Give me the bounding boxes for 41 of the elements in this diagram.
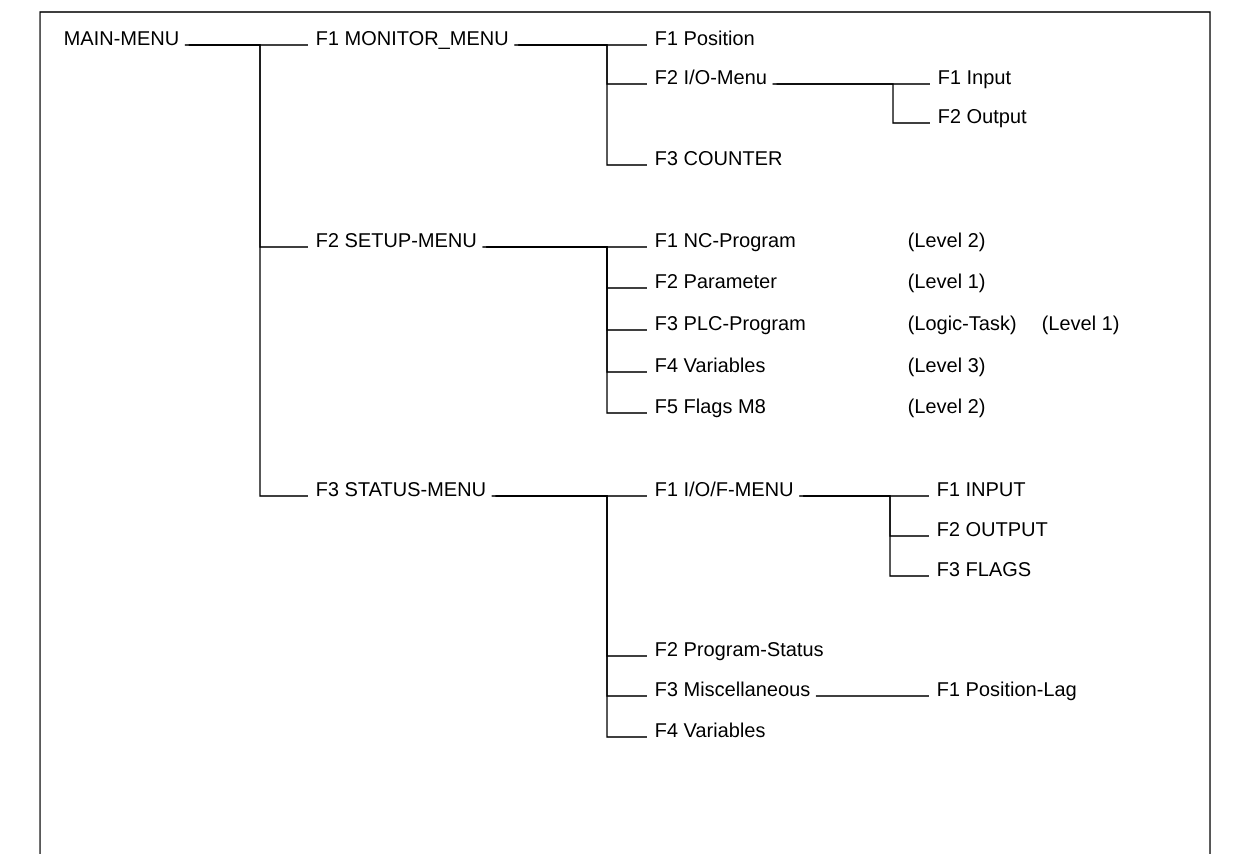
menu-item: F1 NC-Program (656, 233, 795, 252)
tree-line (495, 495, 648, 738)
menu-item: F1 INPUT (938, 482, 1026, 497)
tree-line (485, 246, 648, 414)
tree-line (517, 44, 648, 166)
menu-item: F2 SETUP-MENU (317, 233, 476, 248)
tree-line (491, 495, 648, 497)
tree-line (815, 695, 930, 697)
level-note: (Level 3) (908, 357, 985, 377)
level-note: (Level 1) (1042, 315, 1119, 335)
tree-line (513, 44, 648, 46)
menu-item: F2 Output (939, 109, 1027, 128)
menu-item: F3 Miscellaneous (656, 681, 810, 697)
menu-item: F2 Parameter (656, 274, 777, 289)
menu-item: F1 Input (939, 70, 1011, 89)
tree-line (802, 495, 930, 577)
tree-line (771, 83, 931, 85)
menu-item: F5 Flags M8 (656, 398, 765, 418)
menu-item: F4 Variables (656, 357, 765, 373)
menu-item: F1 I/O/F-MENU (656, 481, 792, 497)
menu-item: MAIN-MENU (65, 31, 178, 46)
menu-item: F2 OUTPUT (938, 522, 1048, 537)
menu-item: F4 Variables (656, 722, 765, 738)
tree-line (184, 44, 309, 46)
menu-item: F1 MONITOR_MENU (317, 31, 508, 49)
tree-line (481, 246, 648, 248)
level-note: (Level 1) (908, 273, 985, 293)
menu-item: F2 Program-Status (656, 642, 823, 661)
tree-line (775, 83, 931, 124)
menu-item: F1 Position-Lag (938, 681, 1076, 701)
menu-item: F2 I/O-Menu (656, 69, 766, 85)
tree-line (188, 44, 309, 497)
level-note: (Level 2) (908, 232, 985, 252)
menu-item: F3 PLC-Program (656, 316, 805, 335)
menu-item: F3 STATUS-MENU (317, 482, 485, 497)
level-note: (Logic-Task) (908, 315, 1016, 335)
menu-item: F1 Position (656, 30, 754, 46)
menu-item: F3 COUNTER (656, 151, 782, 166)
menu-item: F3 FLAGS (938, 562, 1031, 577)
level-note: (Level 2) (908, 398, 985, 418)
tree-line (798, 495, 930, 497)
